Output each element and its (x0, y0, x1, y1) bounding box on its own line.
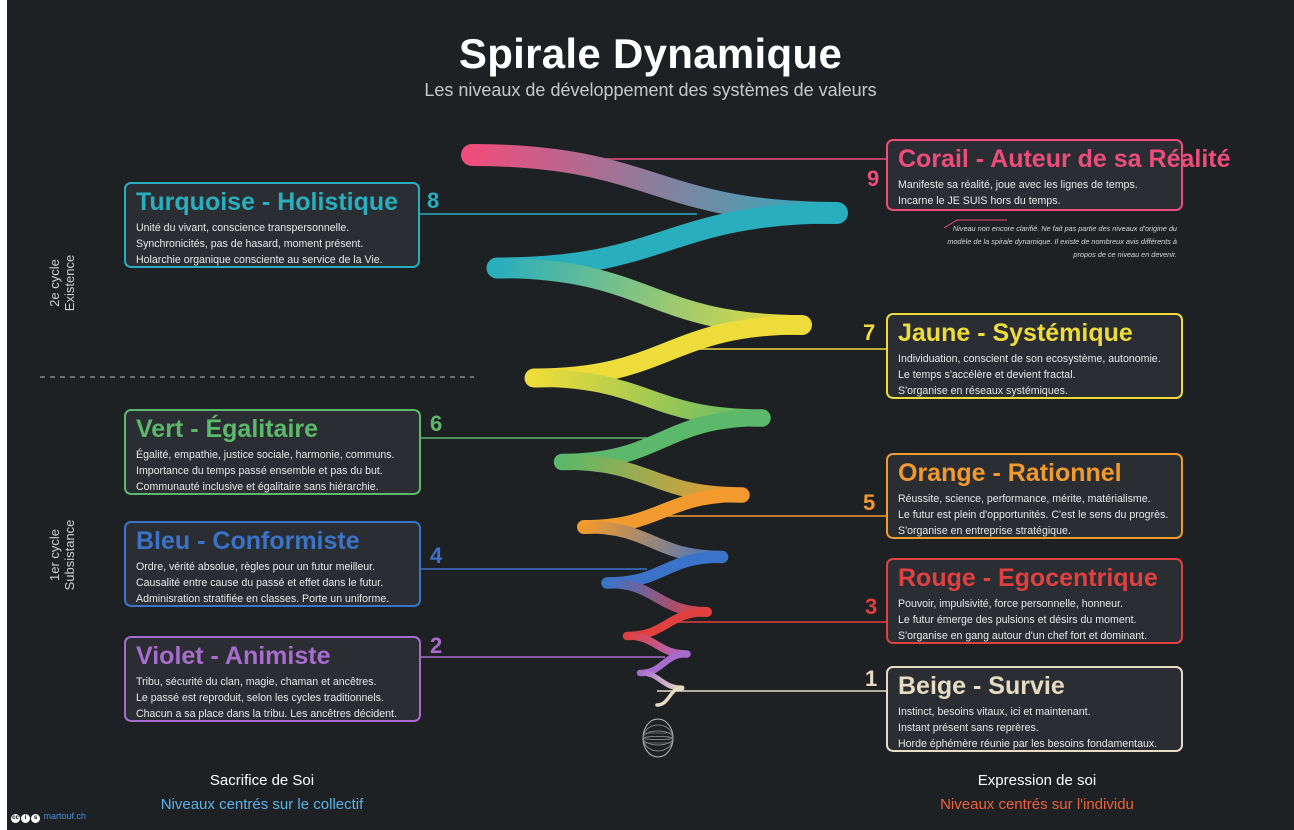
page-title: Spirale Dynamique (458, 30, 843, 77)
note-pointer (943, 219, 1007, 229)
level-number: 1 (865, 666, 878, 691)
page-subtitle: Les niveaux de développement des système… (424, 80, 877, 100)
level-number: 9 (867, 166, 880, 191)
level-description: Instinct, besoins vitaux, ici et mainten… (898, 706, 1158, 750)
level-description: Tribu, sécurité du clan, magie, chaman e… (136, 676, 397, 720)
level-number: 3 (865, 594, 878, 619)
footer-right-title: Expression de soi (977, 772, 1097, 789)
level-description: Individuation, conscient de son ecosystè… (898, 353, 1161, 397)
level-title: Beige - Survie (898, 672, 1065, 700)
spiral-segment (655, 686, 684, 707)
level-box-bleu: Bleu - Conformiste Ordre, vérité absolue… (124, 521, 421, 607)
level-number: 7 (863, 320, 876, 345)
spiral-segment (622, 607, 712, 641)
spiral-segment (487, 258, 812, 335)
corail-note: Niveau non encore clarifié. Ne fait pas … (947, 224, 1177, 259)
footer-right-subtitle: Niveaux centrés sur l'individu (940, 796, 1134, 813)
cc-icon: cc (11, 814, 20, 823)
level-description: Manifeste sa réalité, joue avec les lign… (898, 179, 1138, 207)
level-box-corail: Corail - Auteur de sa Réalité Manifeste … (886, 139, 1231, 211)
level-box-rouge: Rouge - Egocentrique Pouvoir, impulsivit… (886, 558, 1183, 644)
level-box-orange: Orange - Rationnel Réussite, science, pe… (886, 453, 1183, 539)
spiral-segment (577, 520, 729, 564)
level-title: Violet - Animiste (136, 642, 331, 670)
level-number: 2 (430, 633, 443, 658)
level-title: Turquoise - Holistique (136, 188, 399, 216)
spiral-segment (623, 632, 691, 658)
level-number: 5 (863, 490, 876, 515)
credit-link[interactable]: martouf.ch (43, 811, 87, 821)
sa-icon: s (31, 814, 40, 823)
footer-left-subtitle: Niveaux centrés sur le collectif (160, 796, 364, 813)
spiral-segment (637, 670, 685, 691)
level-description: Unité du vivant, conscience transpersonn… (136, 222, 383, 266)
level-number: 8 (427, 188, 440, 213)
level-description: Pouvoir, impulsivité, force personnelle,… (898, 598, 1148, 642)
spiral-segment (486, 202, 848, 279)
level-title: Vert - Égalitaire (136, 415, 319, 443)
level-number: 6 (430, 411, 443, 436)
level-title: Jaune - Systémique (898, 319, 1133, 347)
footer-left-title: Sacrifice de Soi (209, 772, 315, 789)
level-box-beige: Beige - Survie Instinct, besoins vitaux,… (886, 666, 1183, 752)
by-icon: i (21, 814, 30, 823)
level-title: Rouge - Egocentrique (898, 564, 1158, 592)
level-box-turquoise: Turquoise - Holistique Unité du vivant, … (124, 182, 420, 268)
spiral-segment (602, 578, 712, 617)
level-number: 4 (430, 543, 443, 568)
egg-icon (642, 718, 674, 758)
spiral-segment (601, 551, 728, 589)
level-description: Réussite, science, performance, mérite, … (898, 493, 1169, 537)
spiral-diagram (40, 144, 1007, 758)
level-description: Ordre, vérité absolue, règles pour un fu… (136, 561, 390, 605)
spiral-segments (461, 144, 848, 707)
level-box-violet: Violet - Animiste Tribu, sécurité du cla… (124, 636, 421, 722)
level-box-vert: Vert - Égalitaire Égalité, empathie, jus… (124, 409, 421, 495)
level-description: Égalité, empathie, justice sociale, harm… (136, 449, 395, 493)
level-title: Orange - Rationnel (898, 459, 1122, 487)
spiral-segment (461, 144, 848, 224)
level-box-jaune: Jaune - Systémique Individuation, consci… (886, 313, 1183, 399)
diagram-canvas: Spirale Dynamique Les niveaux de dévelop… (7, 0, 1294, 830)
level-title: Bleu - Conformiste (136, 527, 360, 555)
spiral-segment (553, 409, 771, 471)
spiral-segment (524, 315, 812, 388)
level-title: Corail - Auteur de sa Réalité (898, 145, 1231, 173)
